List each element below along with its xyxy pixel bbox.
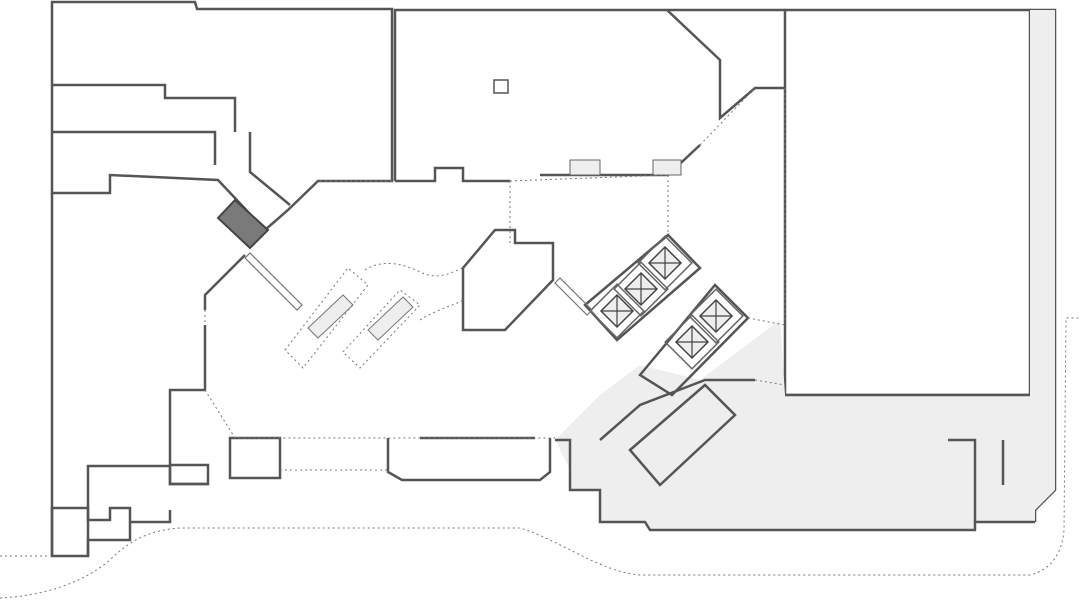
wall	[52, 83, 237, 132]
room-small	[168, 463, 210, 486]
site-boundary	[0, 317, 1080, 599]
elevator-shaft	[589, 283, 645, 339]
elevator-shaft	[613, 261, 669, 317]
wall	[555, 438, 1035, 532]
wall	[248, 132, 291, 206]
wall	[52, 130, 217, 165]
seating-outline	[364, 263, 464, 321]
elevator-shaft	[637, 235, 693, 291]
ramp	[554, 277, 593, 316]
wall	[203, 254, 246, 310]
elevator-icon	[674, 324, 710, 360]
wall	[599, 378, 755, 441]
elevator-icon	[623, 271, 659, 307]
wall	[168, 325, 208, 486]
elevator-bank-west	[583, 233, 702, 342]
elevator-shaft	[688, 288, 744, 344]
shaded-zone-northwest	[50, 0, 394, 232]
shaded-zone-southwest	[50, 506, 132, 558]
column-icon	[493, 79, 509, 94]
wall	[666, 9, 785, 121]
room-central	[461, 228, 555, 332]
fixture	[652, 159, 682, 176]
room-small	[228, 436, 282, 480]
elevator-icon	[599, 293, 635, 329]
room-east	[783, 8, 1032, 397]
elevator-icon	[698, 298, 734, 334]
room-counter	[628, 383, 737, 487]
room-north	[393, 8, 785, 181]
wall	[395, 166, 510, 183]
partition	[204, 87, 786, 471]
shaded-zone-southeast	[555, 10, 1055, 530]
bench	[367, 296, 414, 341]
wall	[86, 464, 170, 556]
elevator-shaft	[664, 314, 720, 370]
dark-room	[216, 198, 270, 250]
bench	[307, 294, 354, 339]
ramp	[244, 252, 303, 311]
seating-area	[342, 289, 421, 369]
elevator-icon	[647, 245, 683, 281]
fixture	[569, 159, 601, 176]
wall	[948, 438, 977, 522]
wall	[130, 510, 172, 524]
wall	[386, 438, 552, 482]
